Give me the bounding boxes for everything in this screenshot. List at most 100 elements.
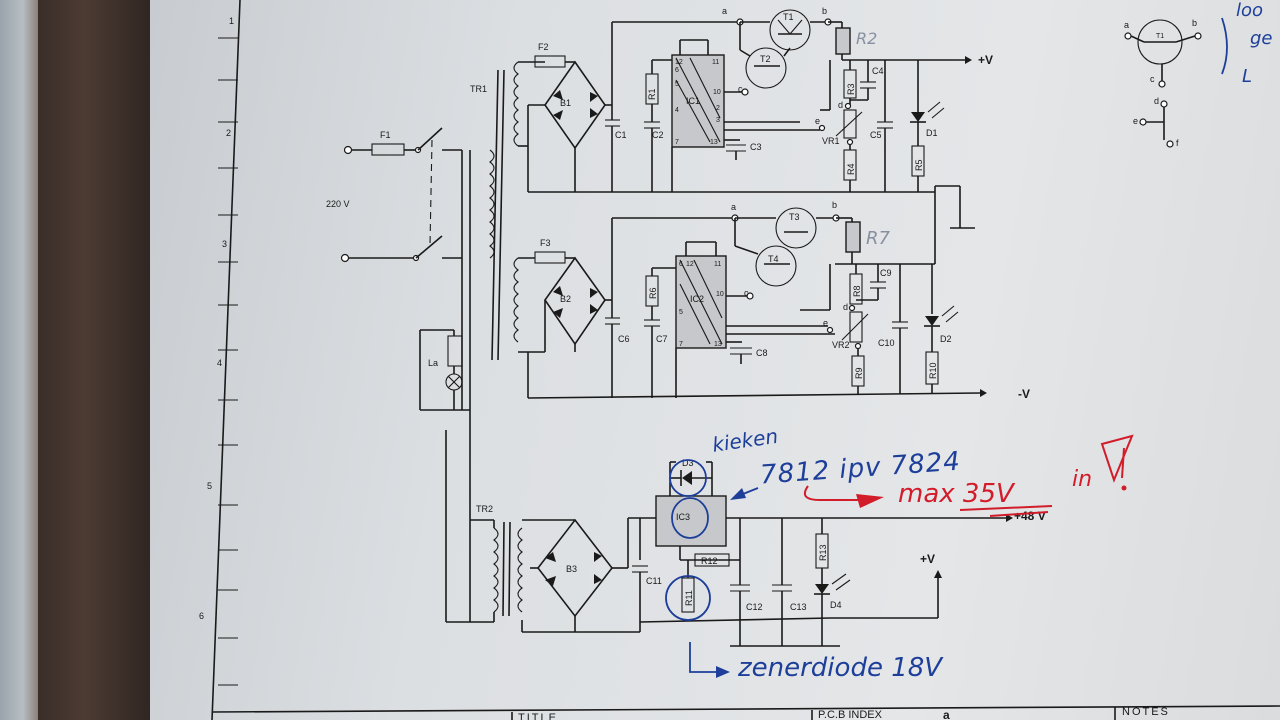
bridge-label: B1 [560,98,571,108]
pcb-index-label: P.C.B INDEX [818,709,883,720]
d3-marker [669,459,707,497]
mains-terminal [343,145,353,155]
ic-pin: 5 [679,309,683,316]
transistor-t1 [769,9,811,51]
resistor-r7 [845,221,861,253]
tr1-secondary-a [513,61,519,147]
legend-node-e [1139,118,1147,126]
capacitor-label: C8 [756,348,768,358]
plus-v-bottom: +V [920,552,935,566]
potentiometer-vr1 [843,109,857,139]
fuse-label: F2 [538,42,549,52]
transformer-label: TR1 [470,84,487,94]
ic-pin: 11 [712,59,719,66]
ic-pin: 5 [675,81,679,88]
zener-arrow [689,642,722,673]
resistor-label: R11 [684,590,694,606]
pot-label: VR1 [822,136,840,146]
r11-marker [665,575,711,621]
transistor-label: T3 [789,212,800,222]
transistor-label: T2 [760,54,771,64]
legend-bracket [1221,17,1228,75]
capacitor-label: C4 [872,66,884,76]
ic-pin: 4 [675,107,679,114]
capacitor-label: C1 [615,130,627,140]
lamp-resistor [447,335,463,367]
lamp-label: La [428,358,438,368]
resistor-r12 [694,553,730,567]
resistor-label: R6 [648,287,658,299]
capacitor-label: C6 [618,334,630,344]
title-label: TITLE [518,712,558,720]
node-letter: d [1154,96,1159,106]
note-zener: zenerdiode 18V [737,653,944,683]
node-letter: a [731,202,736,212]
pencil-r7: R7 [866,228,891,249]
resistor-label: R9 [854,367,864,379]
binder-edge [38,0,153,720]
legend-node-d [1160,100,1168,108]
node-letter: b [822,6,827,16]
mains-label: 220 V [326,199,350,209]
resistor-r8 [849,273,863,305]
transistor-legend [1137,19,1183,65]
note-top-right: ge [1250,28,1273,49]
node-letter: e [1133,116,1138,126]
transistor-label: T1 [783,12,794,22]
bridge-b2 [544,256,606,346]
ic3-marker [671,497,709,539]
transistor-t4 [755,245,797,287]
led-d1 [911,112,925,122]
fuse-f1 [371,143,405,156]
ic-pin: 10 [713,89,721,96]
switch-lever [417,127,443,151]
ic-pin: 6 [679,261,683,268]
legend-node-c [1158,80,1166,88]
node-letter: c [738,84,743,94]
node-letter: d [838,100,843,110]
note-kieken: kieken [711,424,780,457]
legend-transistor-label: T1 [1156,33,1164,40]
note-top-right: loo [1236,0,1263,21]
capacitor-label: C9 [880,268,892,278]
resistor-label: R13 [818,544,828,561]
resistor-label: R1 [647,88,657,100]
node-d [848,304,856,312]
tr1-primary [489,149,495,259]
node-d [844,102,852,110]
node-letter: a [1124,20,1129,30]
ganged-switch-link [429,139,433,246]
bridge-label: B3 [566,564,577,574]
ic-pin: 3 [716,117,720,124]
red-arrow [804,485,862,501]
red-triangle [1100,434,1134,483]
node-f [854,342,862,350]
resistor-r11 [681,577,695,613]
led-label: D4 [830,600,842,610]
ic-pin: 13 [714,341,722,348]
ic-pin: 7 [675,139,679,146]
plus-v-output: +V [978,53,993,67]
desk-background [0,0,38,720]
node-e [818,124,826,132]
resistor-label: R12 [701,556,718,566]
capacitor-label: C7 [656,334,668,344]
ic-pin: 13 [710,139,718,146]
ic-label: IC3 [676,512,690,522]
resistor-label: R5 [914,159,924,171]
transformer-label: TR2 [476,504,493,514]
resistor-label: R8 [852,285,862,297]
node-f [846,138,854,146]
led-label: D1 [926,128,938,138]
capacitor-label: C11 [646,576,662,586]
resistor-r2 [835,27,851,55]
minus-v-output: -V [1018,387,1030,401]
capacitor-label: C5 [870,130,882,140]
resistor-label: R3 [846,83,856,95]
node-letter: f [1176,138,1179,148]
led-d2 [925,316,939,326]
led-d4 [815,584,829,594]
bridge-b1 [544,60,606,150]
bridge-label: B2 [560,294,571,304]
ic-label: IC2 [690,294,704,304]
